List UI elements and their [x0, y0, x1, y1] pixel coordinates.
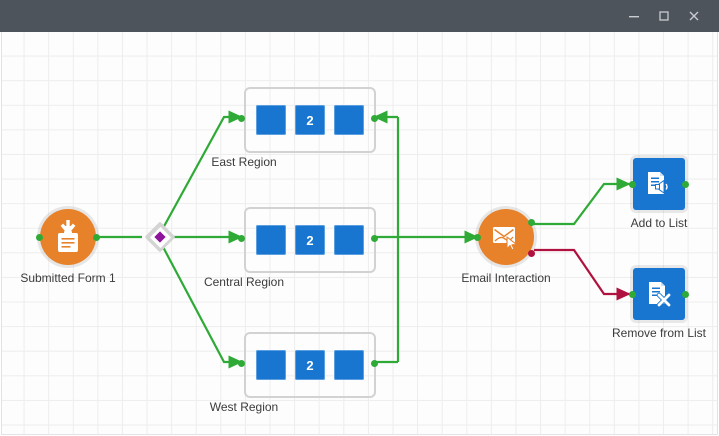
node-label-central-region: Central Region [203, 275, 285, 289]
port-out-west-region[interactable] [371, 360, 378, 367]
region-tile[interactable] [256, 350, 286, 380]
email-click-icon [493, 227, 518, 251]
west-region-group[interactable]: 2 [244, 332, 376, 398]
port-out-email-failure[interactable] [528, 250, 535, 257]
region-tile-count[interactable]: 2 [295, 350, 325, 380]
edge-email-to-add [534, 177, 631, 226]
document-megaphone-icon [648, 172, 668, 194]
node-label-east-region: East Region [211, 155, 277, 169]
node-label-west-region: West Region [209, 400, 279, 414]
east-region-group[interactable]: 2 [244, 87, 376, 153]
port-in-email-interaction[interactable] [474, 234, 481, 241]
email-interaction-circle[interactable] [478, 209, 534, 265]
region-tile[interactable] [334, 105, 364, 135]
workflow-canvas[interactable]: Submitted Form 1 2 East Region 2 [1, 32, 718, 435]
region-tile[interactable] [256, 105, 286, 135]
window-titlebar [0, 0, 719, 32]
node-decision[interactable] [143, 220, 177, 254]
node-remove-from-list[interactable]: Remove from List [612, 268, 706, 340]
node-label-remove-from-list: Remove from List [611, 326, 707, 340]
port-in-add-to-list[interactable] [629, 181, 636, 188]
region-tile[interactable] [334, 225, 364, 255]
port-out-remove-from-list[interactable] [682, 291, 689, 298]
edge-email-to-remove [534, 248, 631, 301]
minimize-button[interactable] [619, 0, 649, 32]
node-email-interaction[interactable]: Email Interaction [461, 209, 551, 285]
submitted-form-circle[interactable] [40, 209, 96, 265]
port-in-west-region[interactable] [238, 360, 245, 367]
form-download-icon [58, 220, 78, 252]
node-add-to-list[interactable]: Add to List [629, 158, 689, 230]
maximize-button[interactable] [649, 0, 679, 32]
region-tile-count[interactable]: 2 [295, 105, 325, 135]
port-out-east-region[interactable] [371, 115, 378, 122]
port-out-central-region[interactable] [371, 235, 378, 242]
node-label-email-interaction: Email Interaction [461, 271, 551, 285]
region-tile-count[interactable]: 2 [295, 225, 325, 255]
node-submitted-form-1[interactable]: Submitted Form 1 [20, 209, 116, 285]
port-in-submitted-form[interactable] [36, 234, 43, 241]
close-button[interactable] [679, 0, 709, 32]
document-remove-icon [649, 282, 672, 308]
edge-decision-to-east [161, 110, 243, 231]
remove-from-list-square[interactable] [633, 268, 685, 320]
port-out-submitted-form[interactable] [93, 234, 100, 241]
port-out-email-success[interactable] [528, 219, 535, 226]
port-in-east-region[interactable] [238, 115, 245, 122]
port-in-central-region[interactable] [238, 235, 245, 242]
port-in-remove-from-list[interactable] [629, 291, 636, 298]
region-tile[interactable] [334, 350, 364, 380]
port-out-add-to-list[interactable] [682, 181, 689, 188]
region-tile[interactable] [256, 225, 286, 255]
central-region-group[interactable]: 2 [244, 207, 376, 273]
node-label-submitted-form-1: Submitted Form 1 [20, 271, 116, 285]
node-label-add-to-list: Add to List [630, 216, 688, 230]
add-to-list-square[interactable] [633, 158, 685, 210]
edge-layer [97, 110, 631, 369]
edge-decision-to-west [161, 244, 243, 369]
